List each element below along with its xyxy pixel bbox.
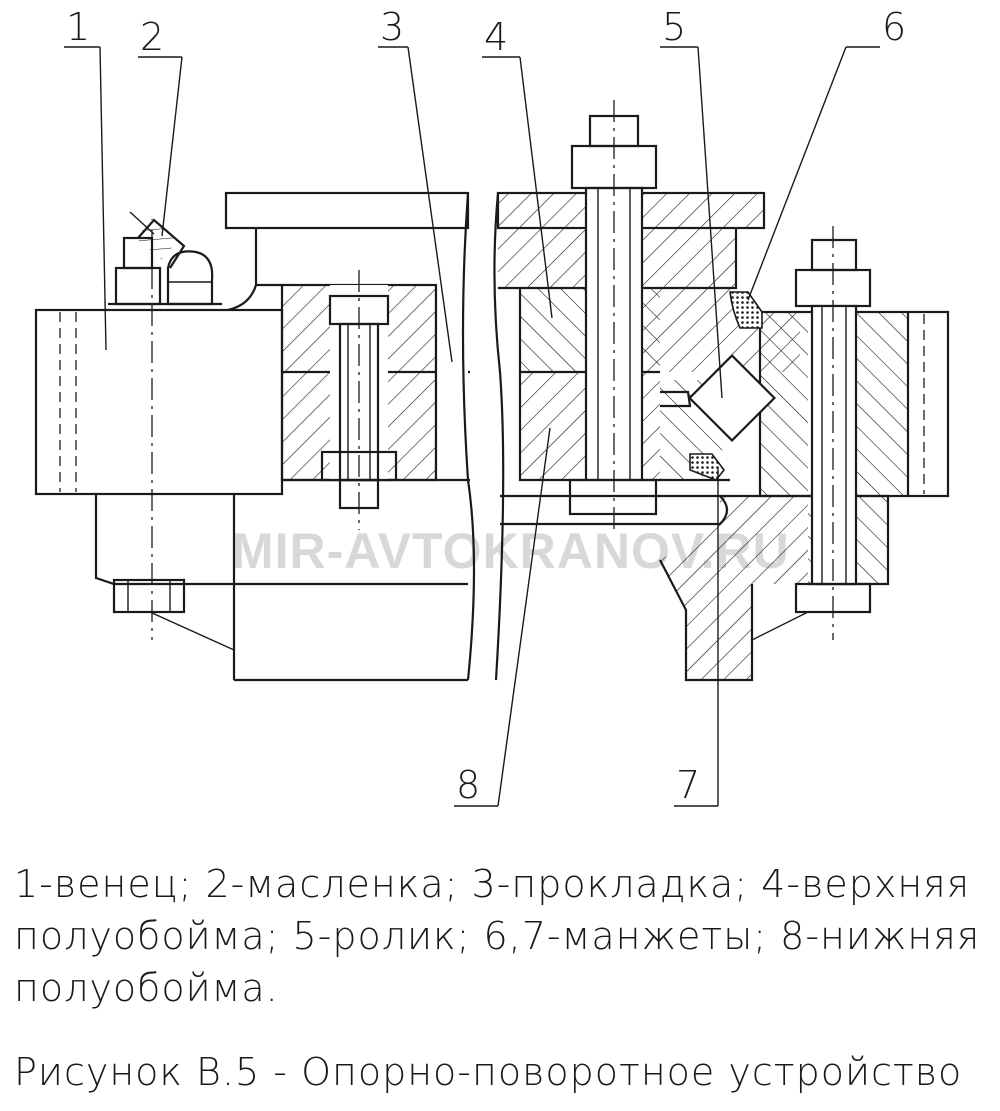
callouts: 1 2 3 4 5 6 7 8: [64, 5, 906, 807]
slewing-bearing-section-drawing: MIR-AVTOKRANOV.RU: [34, 5, 950, 807]
callout-5: 5: [662, 5, 686, 49]
right-half: [493, 100, 950, 682]
grease-fitting: [108, 211, 222, 306]
legend-text: 1-венец; 2-масленка; 3-прокладка; 4-верх…: [14, 862, 981, 1010]
callout-6: 6: [882, 5, 906, 49]
callout-7: 7: [676, 763, 700, 807]
callout-4: 4: [484, 15, 508, 59]
left-half: [34, 191, 476, 682]
ring-gear: [34, 308, 284, 496]
callout-3: 3: [380, 5, 404, 49]
figure-caption: Рисунок В.5 - Опорно-поворотное устройст…: [14, 1050, 963, 1094]
callout-1: 1: [66, 5, 90, 49]
callout-2: 2: [140, 15, 164, 59]
callout-8: 8: [456, 763, 480, 807]
